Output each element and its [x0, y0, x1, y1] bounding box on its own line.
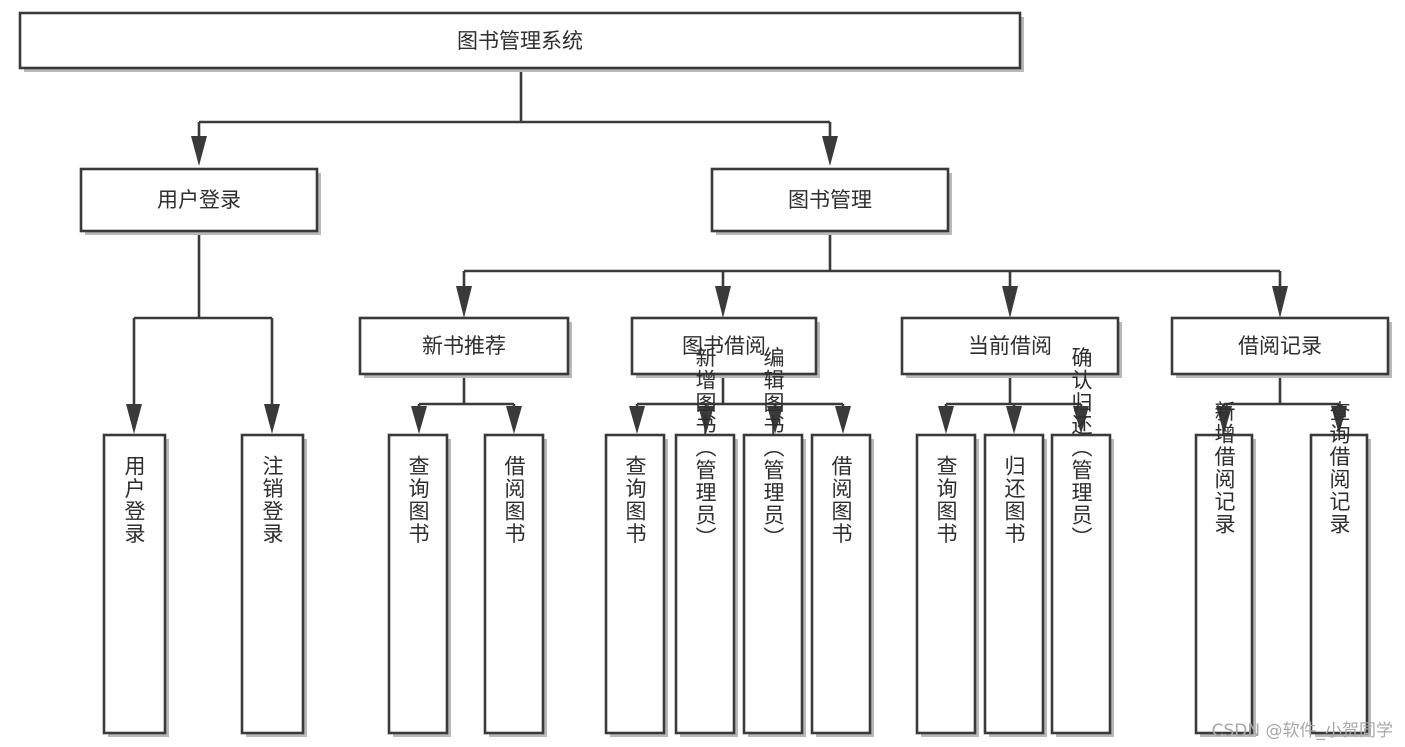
leaf-borrow-edit[interactable]: 编辑图书（管理员） [742, 347, 806, 737]
arrow-head-bw-leaf3 [767, 406, 783, 434]
leaf-borrow-book-label: 借阅图书 [829, 455, 853, 545]
node-user-login-box[interactable] [79, 167, 319, 233]
leaf-borrow-query-box[interactable] [604, 433, 666, 735]
node-root[interactable]: 图书管理系统 [18, 11, 1024, 72]
node-book-management-label: 图书管理 [788, 188, 872, 212]
leaf-borrow-add[interactable]: 新增图书（管理员） [674, 347, 738, 737]
arrow-head-cur-leaf3 [1073, 406, 1089, 434]
arrow-head-records [1272, 286, 1288, 318]
leaf-current-confirm-return-label: 确认归还（管理员） [1069, 347, 1093, 550]
node-current-borrow-box[interactable] [900, 316, 1120, 376]
leaf-record-query-label: 查询借阅记录 [1327, 401, 1351, 536]
node-user-login[interactable]: 用户登录 [79, 167, 321, 235]
leaf-current-confirm-return-box[interactable] [1050, 433, 1112, 735]
arrow-head-bw-leaf4 [835, 406, 851, 434]
leaf-borrow-query-label: 查询图书 [623, 455, 647, 545]
node-root-box[interactable] [18, 11, 1022, 70]
arrow-head-cur-leaf2 [1006, 406, 1022, 434]
node-book-management[interactable]: 图书管理 [710, 167, 952, 235]
leaf-newbook-query-box[interactable] [387, 433, 449, 735]
arrow-head-user-login [191, 136, 207, 166]
leaf-logout-box[interactable] [240, 433, 305, 735]
leaf-borrow-book-box[interactable] [810, 433, 872, 735]
arrow-head-bw-leaf2 [698, 406, 714, 434]
leaf-current-query[interactable]: 查询图书 [915, 433, 979, 737]
leaf-record-add-box[interactable] [1194, 433, 1254, 735]
leaf-current-confirm-return[interactable]: 确认归还（管理员） [1050, 347, 1114, 737]
node-current-borrow-label: 当前借阅 [968, 334, 1052, 358]
leaf-borrow-add-box[interactable] [674, 433, 736, 735]
node-new-book-recommend-box[interactable] [358, 316, 570, 376]
arrow-head-leaf-user-login [126, 404, 142, 434]
leaf-borrow-edit-label: 编辑图书（管理员） [761, 347, 785, 550]
node-borrow-records-label: 借阅记录 [1238, 334, 1322, 358]
arrow-head-cur-leaf1 [938, 406, 954, 434]
leaf-logout[interactable]: 注销登录 [240, 433, 307, 737]
node-root-label: 图书管理系统 [457, 29, 583, 53]
arrow-head-leaf-logout [264, 404, 280, 434]
node-user-login-label: 用户登录 [157, 188, 241, 212]
arrow-head-nb-leaf1 [411, 406, 427, 434]
arrow-head-new-book [456, 286, 472, 318]
arrow-head-rec-leaf1 [1216, 406, 1232, 434]
leaf-current-query-label: 查询图书 [934, 455, 958, 545]
leaf-user-login[interactable]: 用户登录 [102, 433, 169, 737]
leaf-borrow-book[interactable]: 借阅图书 [810, 433, 874, 737]
leaf-current-return-label: 归还图书 [1002, 455, 1026, 545]
connectors [126, 70, 1347, 434]
node-borrow-records[interactable]: 借阅记录 [1170, 316, 1392, 378]
arrow-head-rec-leaf2 [1331, 406, 1347, 434]
leaf-borrow-edit-box[interactable] [742, 433, 804, 735]
node-new-book-recommend[interactable]: 新书推荐 [358, 316, 572, 378]
node-current-borrow[interactable]: 当前借阅 [900, 316, 1122, 378]
node-book-management-box[interactable] [710, 167, 950, 233]
leaf-record-add[interactable]: 新增借阅记录 [1194, 401, 1256, 738]
leaf-borrow-query[interactable]: 查询图书 [604, 433, 668, 737]
leaf-user-login-label: 用户登录 [122, 455, 146, 545]
arrow-head-bw-leaf1 [629, 406, 645, 434]
node-new-book-recommend-label: 新书推荐 [422, 334, 506, 358]
leaf-newbook-borrow-label: 借阅图书 [502, 455, 526, 545]
leaf-newbook-borrow-box[interactable] [483, 433, 545, 735]
leaf-record-add-label: 新增借阅记录 [1212, 401, 1236, 536]
node-book-borrow-box[interactable] [630, 316, 818, 376]
node-borrow-records-box[interactable] [1170, 316, 1390, 376]
leaf-newbook-borrow[interactable]: 借阅图书 [483, 433, 547, 737]
leaf-user-login-box[interactable] [102, 433, 167, 735]
arrow-head-book-mgmt [822, 136, 838, 166]
leaf-newbook-query[interactable]: 查询图书 [387, 433, 451, 737]
leaf-newbook-query-label: 查询图书 [406, 455, 430, 545]
node-book-borrow[interactable]: 图书借阅 [630, 316, 820, 378]
leaf-record-query-box[interactable] [1309, 433, 1369, 735]
node-book-borrow-label: 图书借阅 [682, 334, 766, 358]
arrow-head-borrow [715, 286, 731, 318]
leaf-record-query[interactable]: 查询借阅记录 [1309, 401, 1371, 738]
leaf-current-query-box[interactable] [915, 433, 977, 735]
leaf-current-return[interactable]: 归还图书 [983, 433, 1047, 737]
arrow-head-current [1002, 286, 1018, 318]
leaf-borrow-add-label: 新增图书（管理员） [693, 347, 717, 550]
arrow-head-nb-leaf2 [506, 406, 522, 434]
leaf-logout-label: 注销登录 [260, 455, 284, 545]
leaf-current-return-box[interactable] [983, 433, 1045, 735]
